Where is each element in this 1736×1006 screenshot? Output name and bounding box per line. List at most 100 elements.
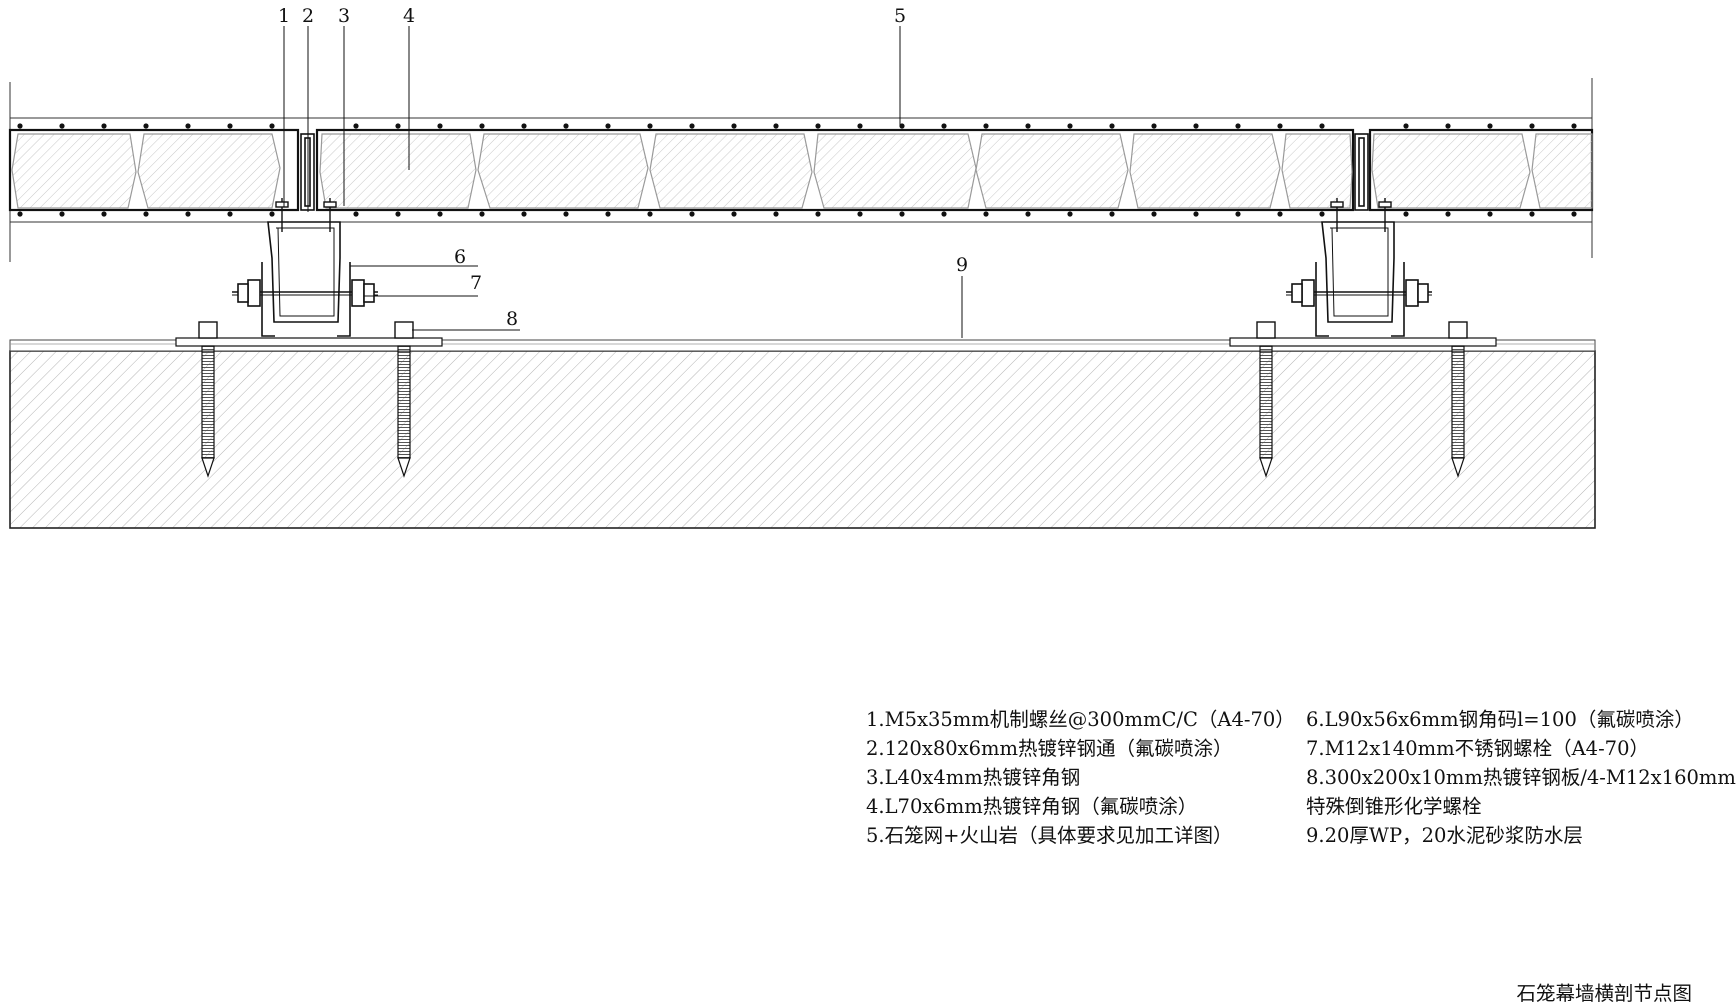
mesh-dot: [17, 123, 23, 129]
legend-item-2: 2.120x80x6mm热镀锌钢通（氟碳喷涂）: [866, 737, 1233, 760]
mesh-dot: [1109, 123, 1115, 129]
mesh-dot: [1319, 211, 1325, 217]
mesh-dot: [815, 211, 821, 217]
mesh-dot: [101, 123, 107, 129]
legend-item-5: 5.石笼网+火山岩（具体要求见加工详图）: [866, 824, 1233, 847]
mesh-dot: [899, 123, 905, 129]
callout-5: 5: [894, 5, 906, 27]
mesh-dot: [815, 123, 821, 129]
legend-left: 1.M5x35mm机制螺丝@300mmC/C（A4-70） 2.120x80x6…: [866, 705, 1295, 850]
mesh-dot: [857, 123, 863, 129]
mesh-dot: [1529, 123, 1535, 129]
mesh-dot: [689, 123, 695, 129]
mesh-dot: [1277, 123, 1283, 129]
mesh-dot: [1277, 211, 1283, 217]
mesh-dot: [1529, 211, 1535, 217]
mesh-dot: [983, 211, 989, 217]
mesh-dot: [1025, 211, 1031, 217]
callout-9: 9: [956, 254, 968, 276]
mesh-dot: [605, 123, 611, 129]
mesh-dot: [1403, 123, 1409, 129]
mesh-dot: [1445, 211, 1451, 217]
legend-item-6: 6.L90x56x6mm钢角码l=100（氟碳喷涂）: [1306, 708, 1694, 731]
drawing-title: 石笼幕墙横剖节点图: [1516, 982, 1692, 1005]
fixing-screws: [275, 198, 1392, 232]
mesh-dot: [605, 211, 611, 217]
mesh-dot: [227, 211, 233, 217]
mesh-dot: [395, 123, 401, 129]
mesh-dot: [1487, 211, 1493, 217]
mesh-dot: [143, 123, 149, 129]
mesh-dot: [1319, 123, 1325, 129]
callout-4: 4: [403, 5, 415, 27]
mesh-dot: [185, 211, 191, 217]
callout-8: 8: [506, 308, 518, 330]
mesh-dot: [353, 123, 359, 129]
mesh-dot: [1193, 123, 1199, 129]
mesh-wire-dots: [17, 123, 1577, 217]
mesh-dot: [1109, 211, 1115, 217]
mesh-dot: [185, 123, 191, 129]
mesh-dot: [563, 211, 569, 217]
mesh-dot: [101, 211, 107, 217]
mesh-dot: [1151, 211, 1157, 217]
mesh-dot: [227, 123, 233, 129]
mesh-dot: [1193, 211, 1199, 217]
mesh-dot: [1235, 211, 1241, 217]
mesh-dot: [941, 211, 947, 217]
mesh-dot: [773, 211, 779, 217]
concrete-base: [9, 339, 1596, 529]
mesh-dot: [143, 211, 149, 217]
mesh-dot: [1067, 211, 1073, 217]
legend-right: 6.L90x56x6mm钢角码l=100（氟碳喷涂） 7.M12x140mm不锈…: [1306, 705, 1736, 850]
mesh-dot: [59, 123, 65, 129]
mesh-dot: [731, 123, 737, 129]
legend-item-8: 8.300x200x10mm热镀锌钢板/4-M12x160mm: [1306, 766, 1736, 789]
anchor-bolt: [198, 321, 1468, 478]
legend-item-4: 4.L70x6mm热镀锌角钢（氟碳喷涂）: [866, 795, 1198, 818]
mesh-dot: [521, 211, 527, 217]
mesh-dot: [1235, 123, 1241, 129]
mesh-dot: [437, 211, 443, 217]
mesh-dot: [1151, 123, 1157, 129]
mesh-dot: [983, 123, 989, 129]
mesh-dot: [689, 211, 695, 217]
callout-6: 6: [454, 246, 466, 268]
callout-3: 3: [338, 5, 350, 27]
mesh-dot: [899, 211, 905, 217]
mesh-dot: [857, 211, 863, 217]
mesh-dot: [521, 123, 527, 129]
mesh-dot: [479, 211, 485, 217]
mesh-dot: [59, 211, 65, 217]
mesh-dot: [941, 123, 947, 129]
mesh-dot: [773, 123, 779, 129]
mesh-dot: [269, 123, 275, 129]
mesh-dot: [647, 123, 653, 129]
legend-item-7: 7.M12x140mm不锈钢螺栓（A4-70）: [1306, 737, 1649, 760]
mesh-dot: [731, 211, 737, 217]
mesh-dot: [1571, 211, 1577, 217]
mesh-dot: [269, 211, 275, 217]
mesh-dot: [395, 211, 401, 217]
callout-1: 1: [278, 5, 290, 27]
mesh-dot: [647, 211, 653, 217]
mesh-dot: [1487, 123, 1493, 129]
legend-item-8-cont: 特殊倒锥形化学螺栓: [1306, 795, 1482, 818]
mesh-dot: [479, 123, 485, 129]
mesh-dot: [1445, 123, 1451, 129]
mesh-dot: [437, 123, 443, 129]
mesh-dot: [353, 211, 359, 217]
callout-labels: 1 2 3 4 5 6 7 8 9: [278, 5, 968, 330]
callout-2: 2: [302, 5, 314, 27]
mesh-dot: [17, 211, 23, 217]
bracket-assembly-right: [1229, 221, 1497, 347]
volcanic-stones: [11, 133, 1593, 209]
legend-item-1: 1.M5x35mm机制螺丝@300mmC/C（A4-70）: [866, 708, 1295, 731]
bracket-assembly-left: [175, 221, 443, 347]
legend-item-3: 3.L40x4mm热镀锌角钢: [866, 766, 1081, 789]
mesh-dot: [1403, 211, 1409, 217]
mesh-dot: [1025, 123, 1031, 129]
leader-lines: [283, 26, 963, 338]
mesh-dot: [1571, 123, 1577, 129]
section-drawing: 1 2 3 4 5 6 7 8 9: [8, 5, 1596, 529]
